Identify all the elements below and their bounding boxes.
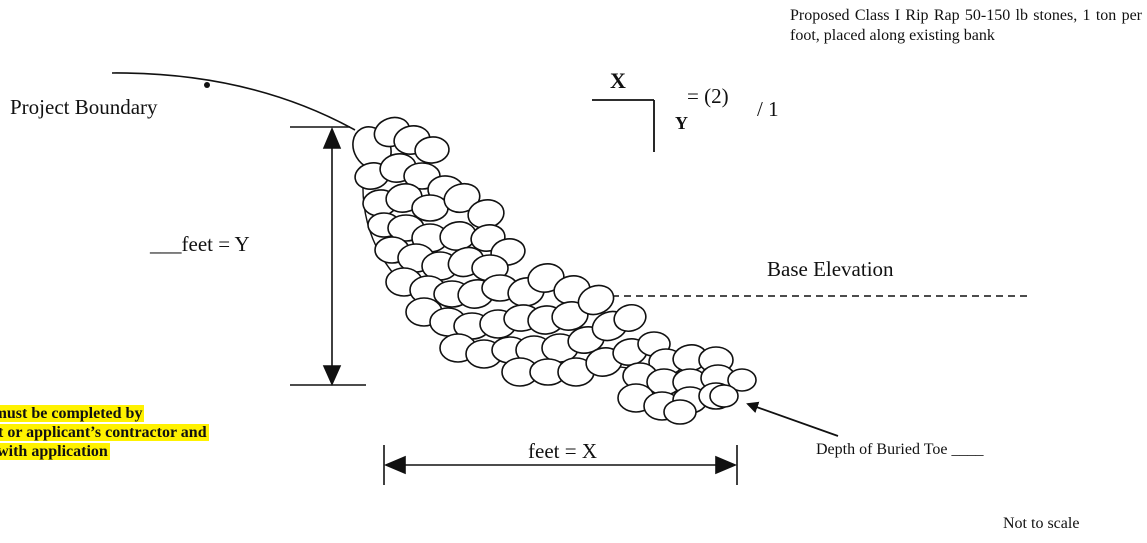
vertical-dimension-y: [290, 126, 366, 386]
base-elevation-label: Base Elevation: [767, 257, 894, 281]
buried-toe-arrow: [746, 401, 839, 437]
boundary-marker-dot: [204, 82, 210, 88]
rip-rap-stone: [613, 303, 647, 333]
instruction-line: ings must be completed by: [0, 404, 305, 423]
rip-rap-stone: [709, 384, 739, 408]
slope-x-symbol: X: [610, 68, 626, 93]
project-boundary-label: Project Boundary: [10, 95, 158, 119]
feet-y-label: ___feet = Y: [150, 232, 250, 256]
feet-x-label: feet = X: [528, 439, 597, 463]
rip-rap-stone: [663, 399, 697, 425]
highlighted-instruction-note: ings must be completed by cant or applic…: [0, 404, 305, 461]
bank-boundary-line: [111, 72, 356, 131]
rip-rap-note: Proposed Class I Rip Rap 50-150 lb stone…: [790, 7, 1142, 44]
rip-rap-stone: [577, 284, 615, 316]
instruction-line: cant or applicant’s contractor and: [0, 423, 305, 442]
rip-rap-stone: [414, 136, 450, 164]
slope-y-symbol: Y: [675, 113, 688, 133]
slope-ratio-bracket: [592, 99, 655, 152]
not-to-scale-label: Not to scale: [1003, 515, 1080, 532]
horizontal-dimension-x: [383, 445, 738, 485]
rip-rap-stone: [727, 368, 757, 392]
slope-ratio-value: = (2): [687, 84, 729, 108]
slope-ratio-per: / 1: [757, 97, 779, 121]
buried-toe-label: Depth of Buried Toe ____: [816, 441, 984, 458]
rip-rap-stone: [443, 182, 481, 214]
rip-rap-stones: [352, 116, 757, 425]
instruction-line: itted with application: [0, 442, 305, 461]
